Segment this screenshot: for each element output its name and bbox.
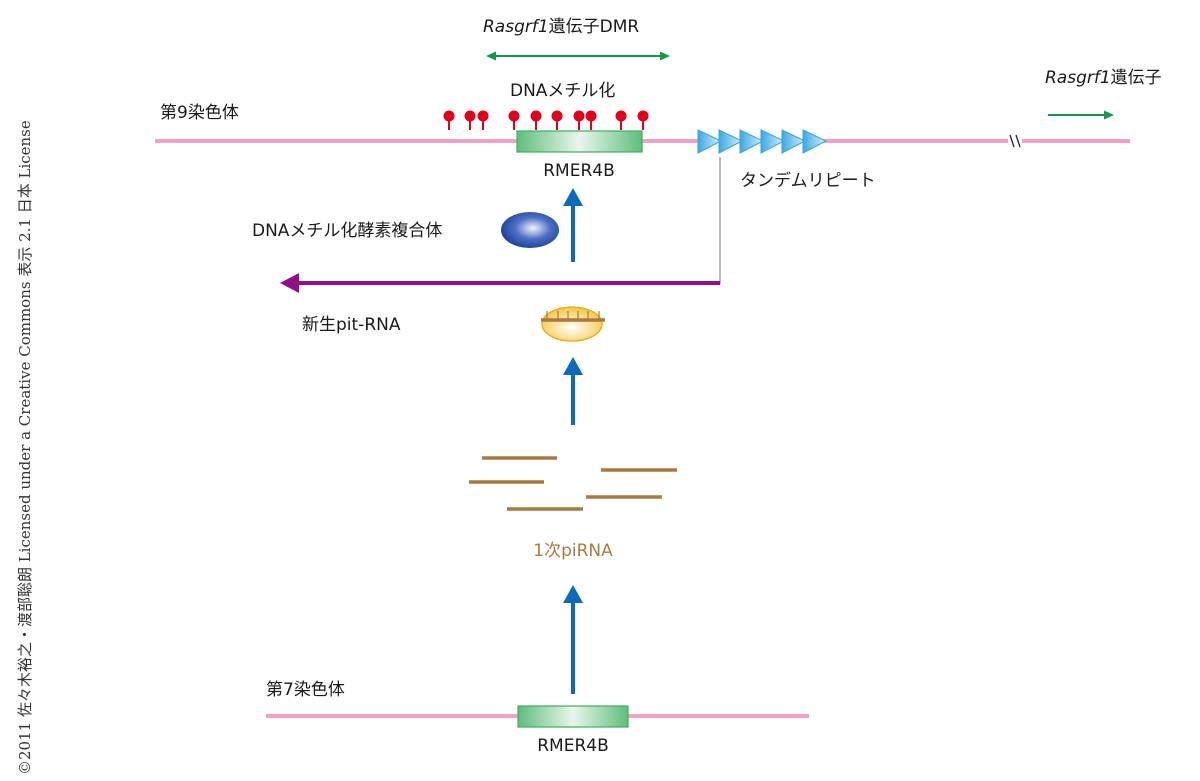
methylated-cpg-icon	[443, 110, 455, 130]
chromosome-9-label: 第9染色体	[160, 103, 239, 123]
methylated-cpg-icon	[530, 110, 542, 130]
tandem-repeat-unit-icon	[718, 129, 744, 154]
dna-methyltransferase-complex-icon	[501, 212, 559, 248]
chromosome-7-group: 第7染色体 RMER4B	[266, 680, 809, 756]
chromosome-9-group: 第9染色体 Rasgrf1遺伝子DMR DNAメチル化 RMER4B タンデムリ…	[155, 17, 1162, 284]
chromosome-7-label: 第7染色体	[266, 680, 345, 700]
rmer4b-element-chr7	[517, 705, 629, 728]
arrow-chr7-to-pirna	[563, 585, 583, 694]
complex-label: DNAメチル化酵素複合体	[252, 221, 442, 241]
chromosome-break-icon	[1009, 134, 1021, 148]
dmr-label: Rasgrf1遺伝子DMR	[483, 17, 639, 37]
methylated-cpg-icon	[508, 110, 520, 130]
tandem-repeat-unit-icon	[739, 129, 765, 154]
tandem-repeat-unit-icon	[802, 129, 828, 154]
methylated-cpg-icon	[637, 110, 649, 130]
methylated-cpg-icon	[464, 110, 476, 130]
methylated-cpg-icon	[615, 110, 627, 130]
nascent-rna-label: 新生pit-RNA	[302, 315, 401, 335]
tandem-repeat-unit-icon	[697, 129, 723, 154]
dmr-double-arrow	[486, 51, 670, 61]
arrow-complex-to-chr9	[563, 188, 583, 262]
tandem-repeat-unit-icon	[781, 129, 807, 154]
methylated-cpg-icon	[573, 110, 585, 130]
rasgrf1-direction-arrow	[1048, 110, 1114, 120]
methylation-label: DNAメチル化	[510, 81, 615, 101]
tandem-repeat	[697, 129, 828, 154]
tandem-repeat-label: タンデムリピート	[740, 170, 876, 191]
primary-pirna-strands	[469, 456, 677, 511]
methylated-cpg-icon	[551, 110, 563, 130]
primary-pirna-label: 1次piRNA	[533, 541, 613, 561]
rmer4b-label-chr7: RMER4B	[537, 736, 609, 756]
arrow-pirna-to-piwi	[563, 357, 583, 425]
rmer4b-label-chr9: RMER4B	[543, 161, 615, 181]
piwi-pirna-complex-icon	[541, 306, 605, 342]
methylated-cpg-icon	[477, 110, 489, 130]
rmer4b-element-chr9	[516, 130, 643, 153]
nascent-pit-rna-arrow	[280, 273, 720, 293]
methylated-cpg-icon	[585, 110, 597, 130]
tandem-repeat-unit-icon	[760, 129, 786, 154]
methylation-sites	[443, 110, 649, 130]
copyright-text: ©2011 佐々木裕之・渡部聡朗 Licensed under a Creati…	[16, 120, 34, 775]
rasgrf1-gene-label: Rasgrf1遺伝子	[1045, 68, 1162, 88]
